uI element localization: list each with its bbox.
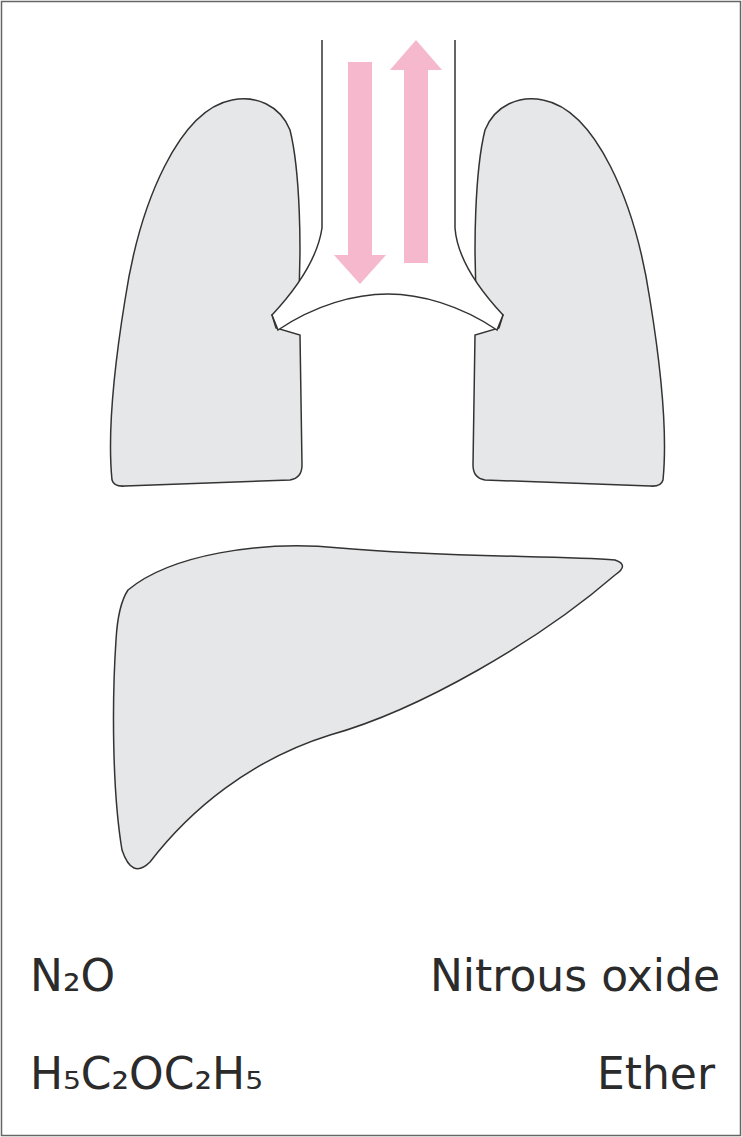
formula: N₂O (30, 952, 115, 1000)
inhale-arrow-head (334, 255, 386, 284)
inhale-arrow-shaft (348, 62, 372, 257)
compound-name: Ether (597, 1050, 715, 1098)
exhale-arrow-head (390, 40, 442, 70)
right-lung (473, 99, 664, 486)
compound-name: Nitrous oxide (430, 952, 720, 1000)
trachea (272, 40, 503, 330)
left-lung (111, 99, 302, 486)
exhale-arrow-shaft (404, 68, 428, 263)
formula: H₅C₂OC₂H₅ (30, 1050, 263, 1098)
liver (114, 546, 623, 869)
